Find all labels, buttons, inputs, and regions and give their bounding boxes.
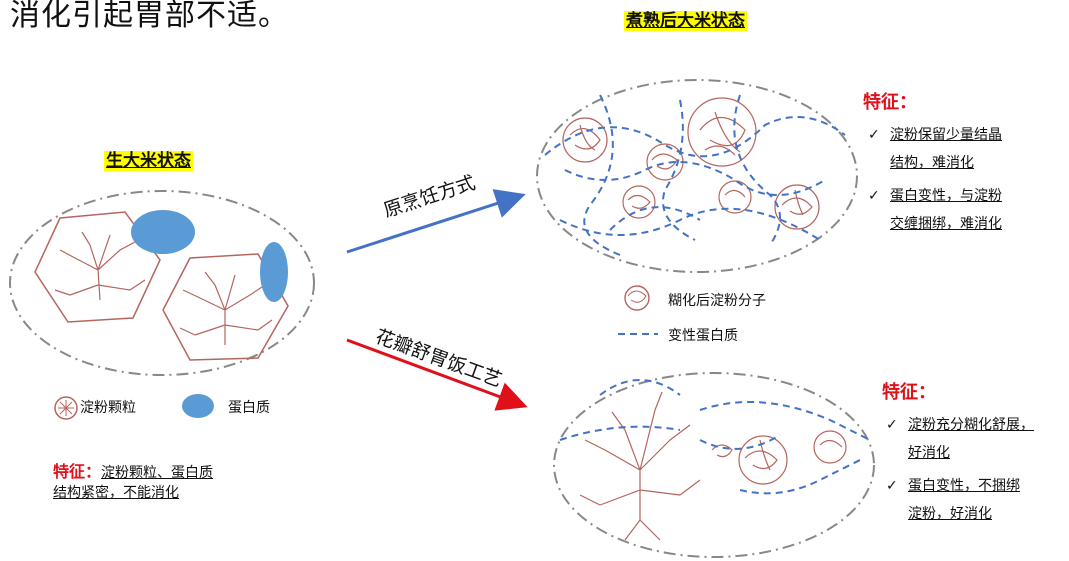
- cooked-feature-item-1: ✓淀粉保留少量结晶 结构，难消化: [868, 127, 1002, 171]
- cooked-rice-title: 煮熟后大米状态: [624, 11, 747, 31]
- protein-blob: [131, 210, 195, 254]
- raw-rice-ellipse: [9, 190, 315, 376]
- cooked-feature-label: 特征：: [863, 92, 917, 113]
- check-icon: ✓: [868, 127, 880, 143]
- raw-feature-line1: 淀粉颗粒、蛋白质: [101, 465, 214, 481]
- protein-blob: [260, 242, 288, 302]
- petal-rice-ellipse: [553, 372, 875, 558]
- petal-protein-dashes: [559, 379, 871, 495]
- starch-branches: [54, 231, 273, 345]
- raw-rice-feature: 特征：淀粉颗粒、蛋白质 结构紧密，不能消化: [53, 458, 213, 502]
- petal-starch-branches: [579, 391, 847, 541]
- protein-legend-label: 蛋白质: [228, 400, 270, 416]
- raw-feature-line2: 结构紧密，不能消化: [53, 485, 179, 501]
- check-icon: ✓: [868, 188, 880, 204]
- header-text: 消化引起胃部不适。: [10, 0, 289, 33]
- raw-rice-title: 生大米状态: [104, 151, 193, 171]
- raw-feature-label: 特征：: [53, 462, 102, 481]
- cooked-feature-item-2: ✓蛋白变性，与淀粉 交缠捆绑，难消化: [868, 188, 1002, 232]
- check-icon: ✓: [886, 417, 898, 433]
- gelatinized-legend-icon: [624, 285, 650, 311]
- check-icon: ✓: [886, 478, 898, 494]
- petal-feature-item-1: ✓淀粉充分糊化舒展， 好消化: [886, 417, 1034, 461]
- cooked-protein-dashes: [544, 94, 846, 256]
- starch-granule-hexagon: [34, 211, 161, 323]
- traditional-arrow: [346, 189, 526, 254]
- gelatinized-legend-label: 糊化后淀粉分子: [668, 293, 766, 309]
- petal-feature-label: 特征：: [882, 382, 936, 403]
- starch-granule-hexagon: [162, 253, 289, 361]
- petal-feature-item-2: ✓蛋白变性，不捆绑 淀粉，好消化: [886, 478, 1020, 522]
- petal-arrow: [346, 338, 528, 411]
- cooked-starch-curls: [562, 97, 820, 230]
- denatured-legend-label: 变性蛋白质: [668, 328, 738, 344]
- starch-legend-icon: [54, 396, 78, 420]
- cooked-rice-ellipse: [536, 79, 858, 273]
- protein-legend-icon: [182, 394, 214, 418]
- starch-legend-label: 淀粉颗粒: [80, 400, 136, 416]
